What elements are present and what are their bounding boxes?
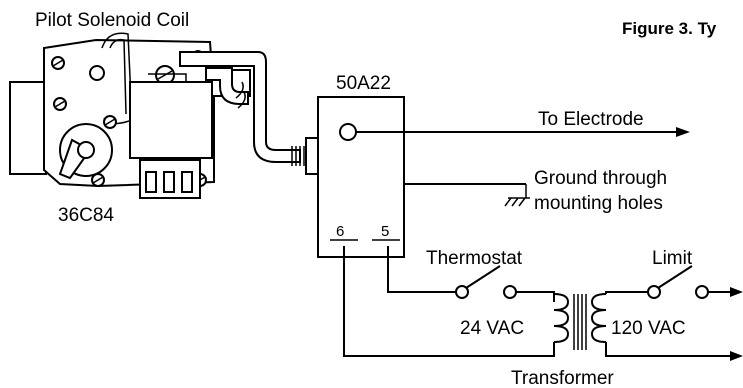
- wire-harness: [179, 51, 319, 175]
- gas-valve-36c84: [9, 32, 319, 199]
- secondary-voltage-label: 24 VAC: [460, 318, 524, 339]
- ground-label-line1: Ground through: [534, 168, 667, 189]
- ground-label-line2: mounting holes: [534, 193, 663, 214]
- ground-symbol: [504, 184, 530, 207]
- valve-inlet: [9, 81, 47, 175]
- pressure-tap: [89, 65, 105, 81]
- terminal-block: [139, 159, 201, 199]
- pilot-solenoid-coil-label: Pilot Solenoid Coil: [35, 10, 189, 31]
- line-wire-neutral: [605, 342, 732, 357]
- line-arrow-neutral: [730, 351, 743, 361]
- to-electrode-label: To Electrode: [538, 109, 644, 130]
- gas-valve-model-label: 36C84: [58, 205, 114, 226]
- figure-title: Figure 3. Ty: [622, 19, 717, 38]
- limit-switch: [647, 265, 709, 299]
- control-model-label: 50A22: [336, 73, 391, 94]
- primary-top-wire: [605, 291, 648, 294]
- line-arrow-hot: [730, 287, 743, 297]
- ignition-control-50a22: [317, 96, 405, 258]
- terminal-6-wire: [343, 246, 555, 357]
- transformer: [553, 293, 607, 350]
- control-knob: [58, 123, 113, 180]
- pilot-solenoid-housing: [129, 81, 213, 159]
- limit-label: Limit: [652, 248, 693, 269]
- terminal-5-label: 5: [381, 223, 389, 240]
- terminal-5-wire: [387, 246, 456, 293]
- thermostat-label: Thermostat: [426, 248, 523, 269]
- primary-voltage-label: 120 VAC: [611, 318, 686, 339]
- transformer-label: Transformer: [511, 368, 614, 388]
- terminal-6-label: 6: [336, 223, 344, 240]
- thermostat-to-transformer-wire: [516, 291, 555, 302]
- electrode-terminal: [339, 123, 357, 141]
- electrode-arrow: [676, 127, 690, 137]
- thermostat-switch: [455, 265, 517, 299]
